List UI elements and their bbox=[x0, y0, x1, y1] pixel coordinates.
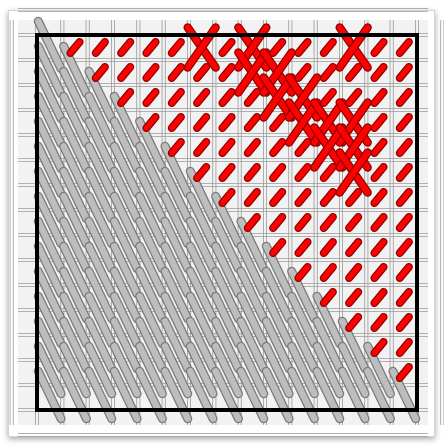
diagram-stage bbox=[0, 0, 444, 447]
stitch-diagram bbox=[0, 0, 444, 447]
